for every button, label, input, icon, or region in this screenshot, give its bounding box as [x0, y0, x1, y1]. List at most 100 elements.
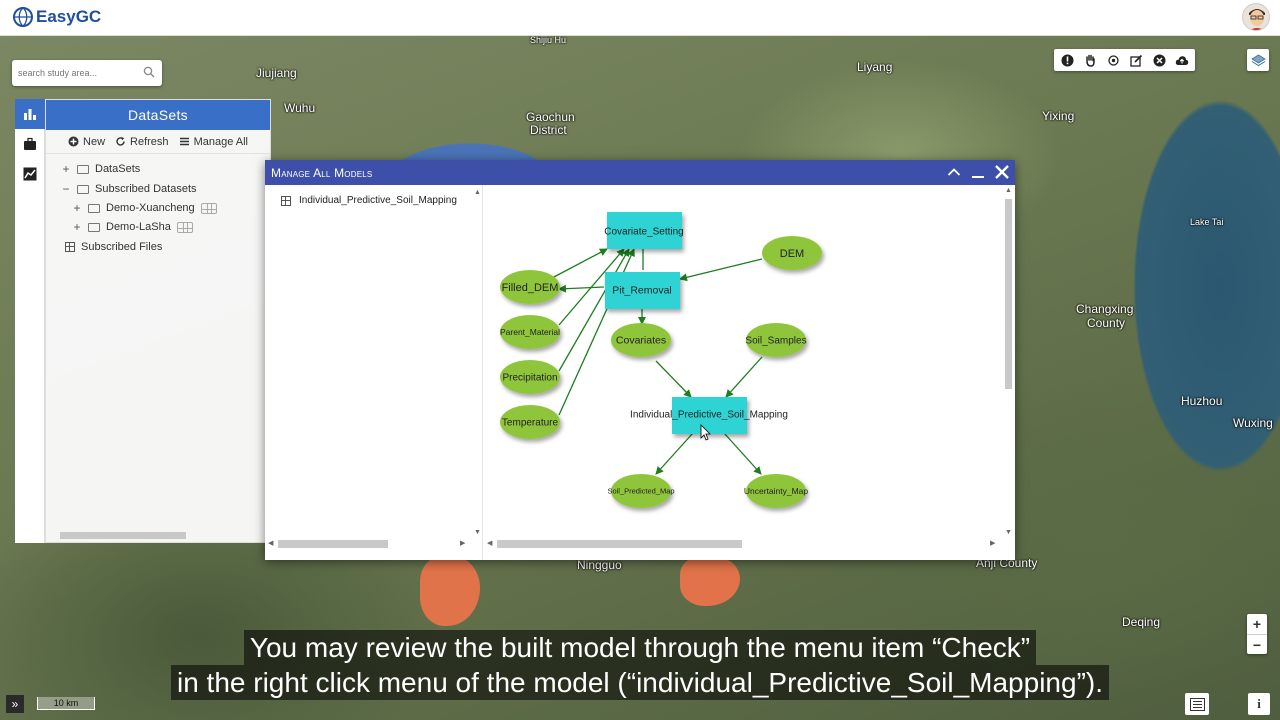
table-icon [281, 195, 291, 206]
alert-tool[interactable] [1058, 51, 1076, 69]
graph-node-covariates[interactable]: Covariates [611, 323, 671, 357]
graph-node-dem[interactable]: DEM [762, 236, 822, 270]
tree-node-datasets[interactable]: + DataSets [61, 160, 140, 178]
close-button[interactable] [993, 162, 1011, 182]
tree-node-demo-lasha[interactable]: + Demo-LaSha [72, 218, 193, 236]
table-view-icon[interactable] [200, 202, 217, 214]
graph-node-pit-removal[interactable]: Pit_Removal [605, 272, 680, 309]
collapse-icon[interactable]: − [62, 182, 70, 196]
graph-node-label: Temperature [502, 418, 559, 429]
zoom-in-button[interactable]: + [1252, 616, 1262, 632]
sidebar-rail [15, 99, 45, 543]
legend-icon [1189, 697, 1205, 711]
manage-all-button[interactable]: Manage All [179, 136, 248, 148]
graph-node-label: Pit_Removal [612, 285, 672, 297]
sidebar-item-datasets[interactable] [15, 99, 45, 129]
scrollbar-thumb[interactable] [497, 540, 742, 548]
scroll-down-arrow[interactable]: ▼ [474, 529, 481, 536]
scroll-left-arrow[interactable]: ◀ [268, 540, 274, 547]
vertical-scrollbar[interactable]: ▲ ▼ [473, 189, 483, 539]
data-node-shape [746, 474, 806, 508]
graph-node-parent-material[interactable]: Parent_Material [500, 315, 560, 349]
close-circle-icon [1153, 54, 1165, 66]
top-bar: EasyGC [0, 0, 1280, 36]
mouse-cursor-icon [700, 424, 711, 441]
tree-node-demo-xuancheng[interactable]: + Demo-Xuancheng [72, 199, 217, 217]
edge [558, 248, 625, 326]
graph-node-covariate-setting[interactable]: Covariate_Setting [604, 212, 684, 249]
datasets-header: DataSets [46, 100, 270, 130]
search-input[interactable] [12, 60, 132, 86]
subtitle-line-2: in the right click menu of the model (“i… [170, 665, 1109, 700]
tree-label: Subscribed Datasets [95, 183, 197, 195]
edge [655, 360, 692, 398]
legend-button[interactable] [1185, 693, 1209, 715]
layers-button[interactable] [1247, 49, 1269, 71]
graph-node-ipsm[interactable]: Individual_Predictive_Soil_Mapping [630, 397, 788, 434]
sidebar-item-analysis[interactable] [15, 159, 45, 189]
search-icon[interactable] [143, 66, 155, 78]
edit-tool[interactable] [1127, 51, 1145, 69]
cloud-icon [1175, 55, 1189, 65]
datasets-panel: DataSets New Refresh Manage All + DataSe… [45, 99, 271, 543]
dialog-title-bar[interactable]: Manage All Models [265, 160, 1015, 185]
graph-node-uncertainty-map[interactable]: Uncertainty_Map [744, 474, 809, 508]
horizontal-scrollbar[interactable]: ◀ ▶ [487, 539, 999, 548]
pan-tool[interactable] [1081, 51, 1099, 69]
scroll-right-arrow[interactable]: ▶ [990, 540, 996, 547]
scroll-down-arrow[interactable]: ▼ [1005, 529, 1012, 536]
graph-node-label: Soil_Samples [745, 336, 806, 347]
graph-node-precipitation[interactable]: Precipitation [500, 360, 560, 394]
graph-node-label: Covariates [616, 335, 666, 347]
map-label: Gaochun [526, 110, 575, 124]
bar-chart-icon [24, 109, 36, 120]
scroll-up-arrow[interactable]: ▲ [474, 189, 481, 196]
scrollbar-thumb[interactable] [1005, 199, 1012, 389]
user-avatar[interactable] [1242, 3, 1270, 31]
clear-tool[interactable] [1150, 51, 1168, 69]
scroll-right-arrow[interactable]: ▶ [460, 540, 466, 547]
graph-node-label: Covariate_Setting [604, 227, 684, 238]
refresh-label: Refresh [130, 135, 169, 148]
locate-tool[interactable] [1104, 51, 1122, 69]
horizontal-scrollbar[interactable]: ◀ ▶ [268, 539, 468, 548]
table-view-icon[interactable] [176, 221, 193, 233]
map-label: Lake Tai [1190, 217, 1224, 227]
region-polygon[interactable] [420, 556, 480, 626]
graph-node-filled-dem[interactable]: Filled_DEM [500, 270, 560, 304]
info-button[interactable]: i [1248, 693, 1270, 715]
scroll-up-arrow[interactable]: ▲ [1005, 187, 1012, 194]
tree-node-subscribed-files[interactable]: Subscribed Files [65, 238, 162, 256]
upload-tool[interactable] [1173, 51, 1191, 69]
expand-panel-button[interactable]: » [6, 695, 24, 713]
new-button[interactable]: New [68, 136, 105, 148]
scroll-left-arrow[interactable]: ◀ [487, 540, 493, 547]
tree-label: Subscribed Files [81, 241, 163, 253]
vertical-scrollbar[interactable]: ▲ ▼ [1003, 187, 1013, 539]
refresh-button[interactable]: Refresh [115, 136, 169, 148]
scrollbar-thumb[interactable] [60, 532, 186, 539]
datasets-toolbar: New Refresh Manage All [46, 130, 270, 154]
graph-node-temperature[interactable]: Temperature [500, 405, 560, 439]
minimize-button[interactable] [969, 162, 987, 182]
model-list-item[interactable]: Individual_Predictive_Soil_Mapping [281, 195, 457, 206]
scrollbar-thumb[interactable] [278, 540, 388, 548]
zoom-out-button[interactable]: − [1252, 637, 1262, 653]
sidebar-item-models[interactable] [15, 129, 45, 159]
app-logo[interactable]: EasyGC [12, 6, 101, 28]
expand-icon[interactable]: + [73, 220, 81, 234]
region-polygon[interactable] [680, 556, 740, 606]
expand-icon[interactable]: + [62, 162, 70, 176]
data-node-shape [762, 236, 822, 270]
graph-node-soil-samples[interactable]: Soil_Samples [745, 323, 807, 357]
expand-icon[interactable]: + [73, 201, 81, 215]
map-label: Changxing [1076, 302, 1134, 316]
collapse-button[interactable] [945, 162, 963, 182]
graph-node-soil-predicted-map[interactable]: Soil_Predicted_Map [607, 474, 675, 508]
edge [558, 284, 605, 293]
tree-node-subscribed-datasets[interactable]: − Subscribed Datasets [61, 180, 197, 198]
horizontal-scrollbar[interactable] [50, 530, 266, 540]
divider [1247, 634, 1267, 635]
